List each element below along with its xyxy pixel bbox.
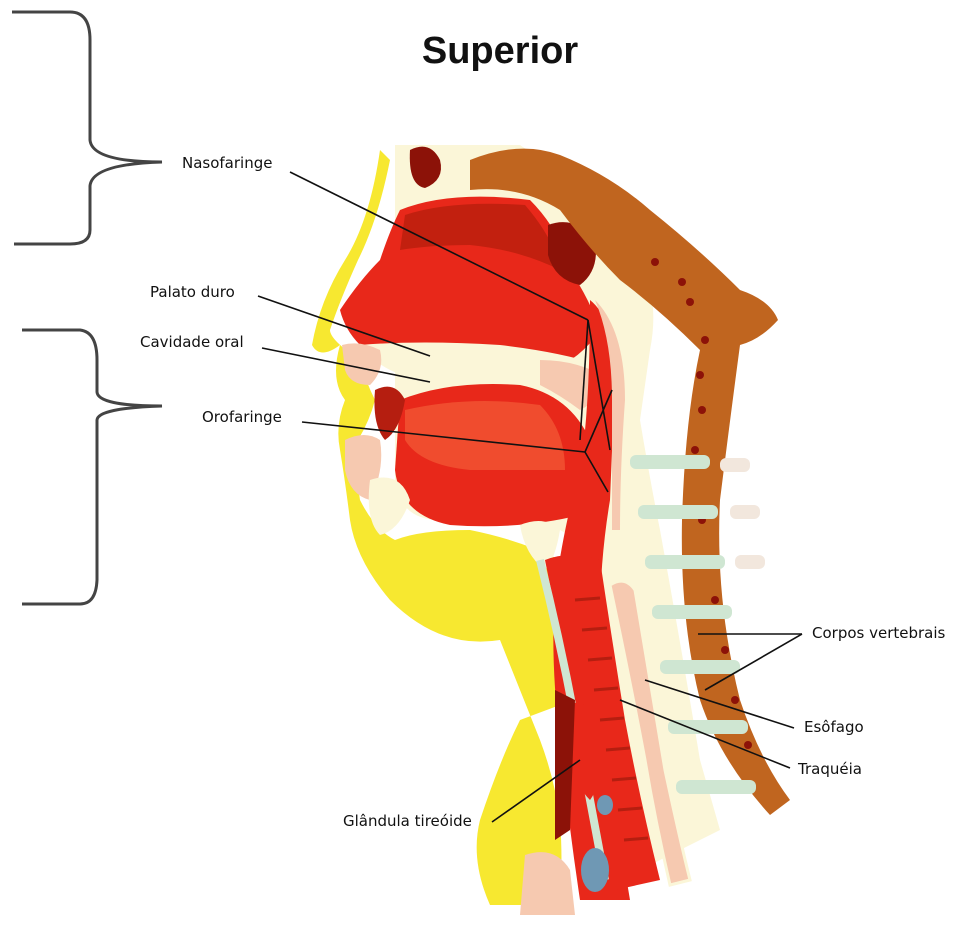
upper-bracket — [12, 12, 162, 244]
lower-front-tube — [520, 852, 575, 915]
label-traqueia: Traquéia — [798, 760, 862, 778]
label-orofaringe: Orofaringe — [202, 408, 282, 426]
label-glandula-tireoide: Glândula tireóide — [343, 812, 472, 830]
label-cavidade-oral: Cavidade oral — [140, 333, 244, 351]
page-title: Superior — [380, 30, 620, 73]
label-nasofaringe: Nasofaringe — [182, 154, 272, 172]
blue-structure-2 — [581, 848, 609, 892]
label-palato-duro: Palato duro — [150, 283, 235, 301]
vertebral-pads — [720, 458, 765, 569]
label-esofago: Esôfago — [804, 718, 864, 736]
label-corpos-vertebrais: Corpos vertebrais — [812, 624, 945, 642]
lower-bracket — [22, 330, 162, 604]
blue-structure-1 — [597, 795, 613, 815]
